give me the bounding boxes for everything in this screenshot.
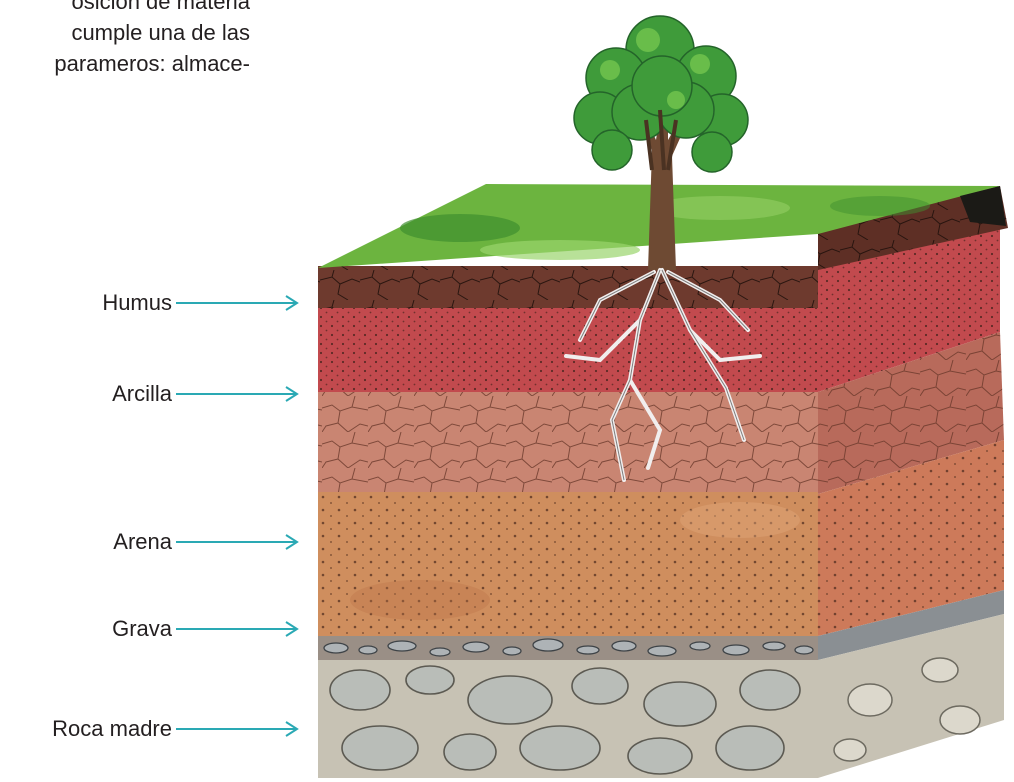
layer-label-humus: Humus: [0, 288, 300, 318]
arrow-right-icon: [176, 295, 300, 311]
layer-label-text: Roca madre: [52, 714, 172, 744]
arrow-right-icon: [176, 534, 300, 550]
layer-label-text: Arcilla: [112, 379, 172, 409]
arrow-right-icon: [176, 621, 300, 637]
layer-label-text: Arena: [113, 527, 172, 557]
soil-block-front-face: [318, 266, 818, 778]
layer-label-roca-madre: Roca madre: [0, 714, 300, 744]
layer-label-arcilla: Arcilla: [0, 379, 300, 409]
layer-label-text: Humus: [102, 288, 172, 318]
layer-label-arena: Arena: [0, 527, 300, 557]
layer-labels: Humus Arcilla Arena Grava Roca madre: [0, 0, 310, 782]
soil-block-side-face: [818, 186, 1008, 778]
arrow-right-icon: [176, 386, 300, 402]
layer-label-text: Grava: [112, 614, 172, 644]
arrow-right-icon: [176, 721, 300, 737]
layer-label-grava: Grava: [0, 614, 300, 644]
soil-profile-diagram: [300, 0, 1014, 782]
